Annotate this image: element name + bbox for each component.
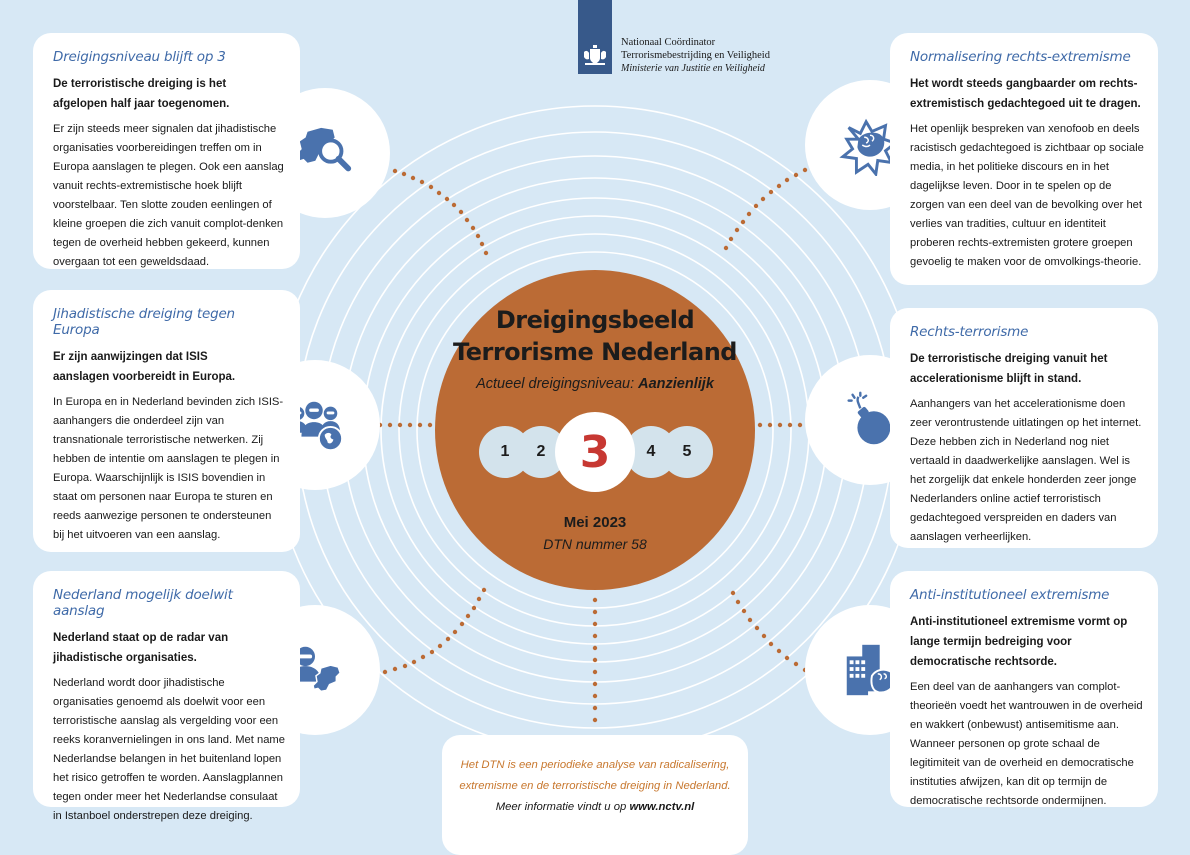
card-right-terrorism: Rechts-terrorisme De terroristische drei… [890, 308, 1158, 548]
card-lead: Anti-institutioneel extremisme vormt op … [910, 616, 1128, 668]
level-3-current: 3 [555, 412, 635, 492]
card-anti-institutional: Anti-institutioneel extremisme Anti-inst… [890, 571, 1158, 807]
publication-date: Mei 2023 [563, 514, 627, 531]
threat-level-circle: Dreigingsbeeld Terrorisme Nederland Actu… [435, 270, 755, 590]
card-body: Aanhangers van het accelerationisme doen… [910, 398, 1142, 543]
netherlands-magnifier-icon [295, 127, 352, 172]
threat-level-value: Aanzienlijk [638, 376, 714, 392]
card-right-extremism: Normalisering rechts-extremisme Het word… [890, 33, 1158, 285]
bomb-icon [847, 391, 891, 445]
card-title: Normalisering rechts-extremisme [910, 49, 1131, 65]
card-title: Jihadistische dreiging tegen Europa [53, 306, 235, 338]
card-title: Dreigingsniveau blijft op 3 [53, 49, 226, 65]
card-body: In Europa en in Nederland bevinden zich … [53, 396, 284, 541]
ministry-name: Ministerie van Justitie en Veiligheid [621, 63, 765, 74]
dtn-number: DTN nummer 58 [543, 536, 647, 552]
card-lead: De terroristische dreiging vanuit het ac… [910, 353, 1108, 385]
card-lead: De terroristische dreiging is het afgelo… [53, 78, 230, 110]
coat-of-arms-icon [584, 45, 606, 65]
card-jihadist-europe: Jihadistische dreiging tegen Europa Er z… [33, 290, 300, 552]
threat-level-label: Actueel dreigingsniveau: [476, 376, 635, 392]
info-footer: Het DTN is een periodieke analyse van ra… [442, 735, 748, 855]
card-body: Er zijn steeds meer signalen dat jihadis… [53, 123, 284, 268]
footer-description-2: extremisme en de terroristische dreiging… [459, 780, 731, 792]
card-body: Een deel van de aanhangers van complot-t… [910, 681, 1143, 807]
fist-burst-icon [839, 118, 899, 176]
card-nl-target: Nederland mogelijk doelwit aanslag Neder… [33, 571, 300, 822]
threat-level-scale: 1 2 4 5 3 [475, 412, 715, 492]
more-info: Meer informatie vindt u op www.nctv.nl [442, 797, 748, 818]
website-link[interactable]: www.nctv.nl [629, 801, 695, 813]
card-title: Nederland mogelijk doelwit aanslag [53, 587, 233, 619]
main-title-line-1: Dreigingsbeeld [495, 306, 695, 334]
main-title-line-2: Terrorisme Nederland [453, 338, 737, 366]
government-logo [578, 0, 612, 74]
card-lead: Er zijn aanwijzingen dat ISIS aanslagen … [53, 351, 236, 383]
card-lead: Het wordt steeds gangbaarder om rechts-e… [910, 78, 1141, 110]
org-line-2: Terrorismebestrijding en Veiligheid [621, 50, 770, 61]
card-title: Anti-institutioneel extremisme [910, 587, 1110, 603]
building-fist-icon [846, 644, 896, 696]
footer-description-1: Het DTN is een periodieke analyse van ra… [460, 759, 730, 771]
card-body: Nederland wordt door jihadistische organ… [53, 677, 285, 822]
card-title: Rechts-terrorisme [910, 324, 1029, 340]
more-info-label: Meer informatie vindt u op [495, 801, 627, 813]
main-title: Dreigingsbeeld Terrorisme Nederland [435, 304, 755, 368]
organization-name: Nationaal Coördinator Terrorismebestrijd… [621, 36, 770, 75]
card-lead: Nederland staat op de radar van jihadist… [53, 632, 229, 664]
card-body: Het openlijk bespreken van xenofoob en d… [910, 123, 1144, 268]
card-threat-level: Dreigingsniveau blijft op 3 De terrorist… [33, 33, 300, 269]
current-threat-level: Actueel dreigingsniveau: Aanzienlijk [435, 376, 755, 392]
level-5: 5 [661, 426, 713, 478]
org-line-1: Nationaal Coördinator [621, 37, 716, 48]
